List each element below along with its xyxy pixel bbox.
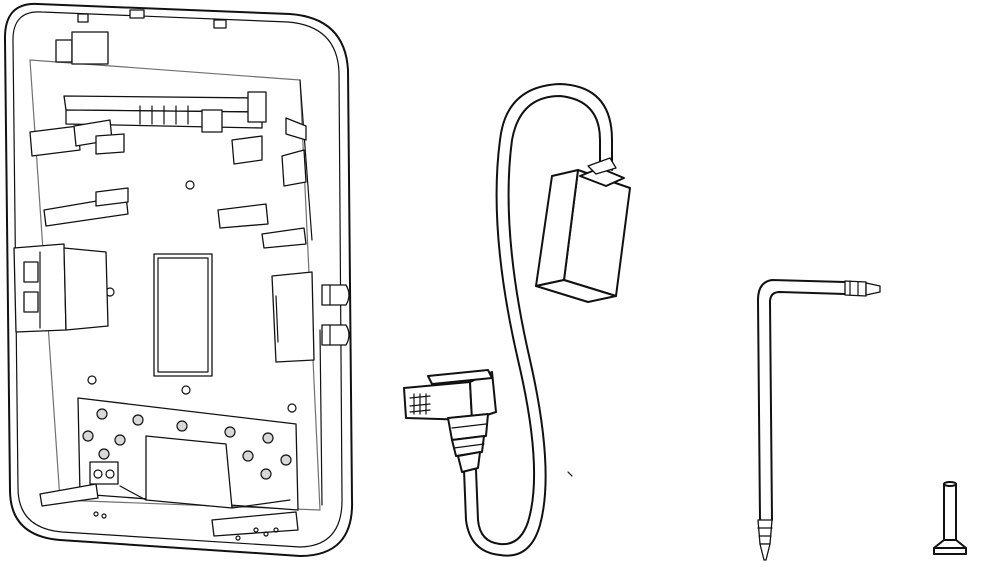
side-tab-lower xyxy=(321,324,350,346)
side-tab-upper xyxy=(321,284,350,306)
terminal-screws xyxy=(82,408,292,480)
torx-key-icon xyxy=(757,279,881,561)
screw-icon xyxy=(933,481,967,555)
network-cable-icon xyxy=(403,83,631,557)
mounting-back-plate xyxy=(3,2,354,557)
